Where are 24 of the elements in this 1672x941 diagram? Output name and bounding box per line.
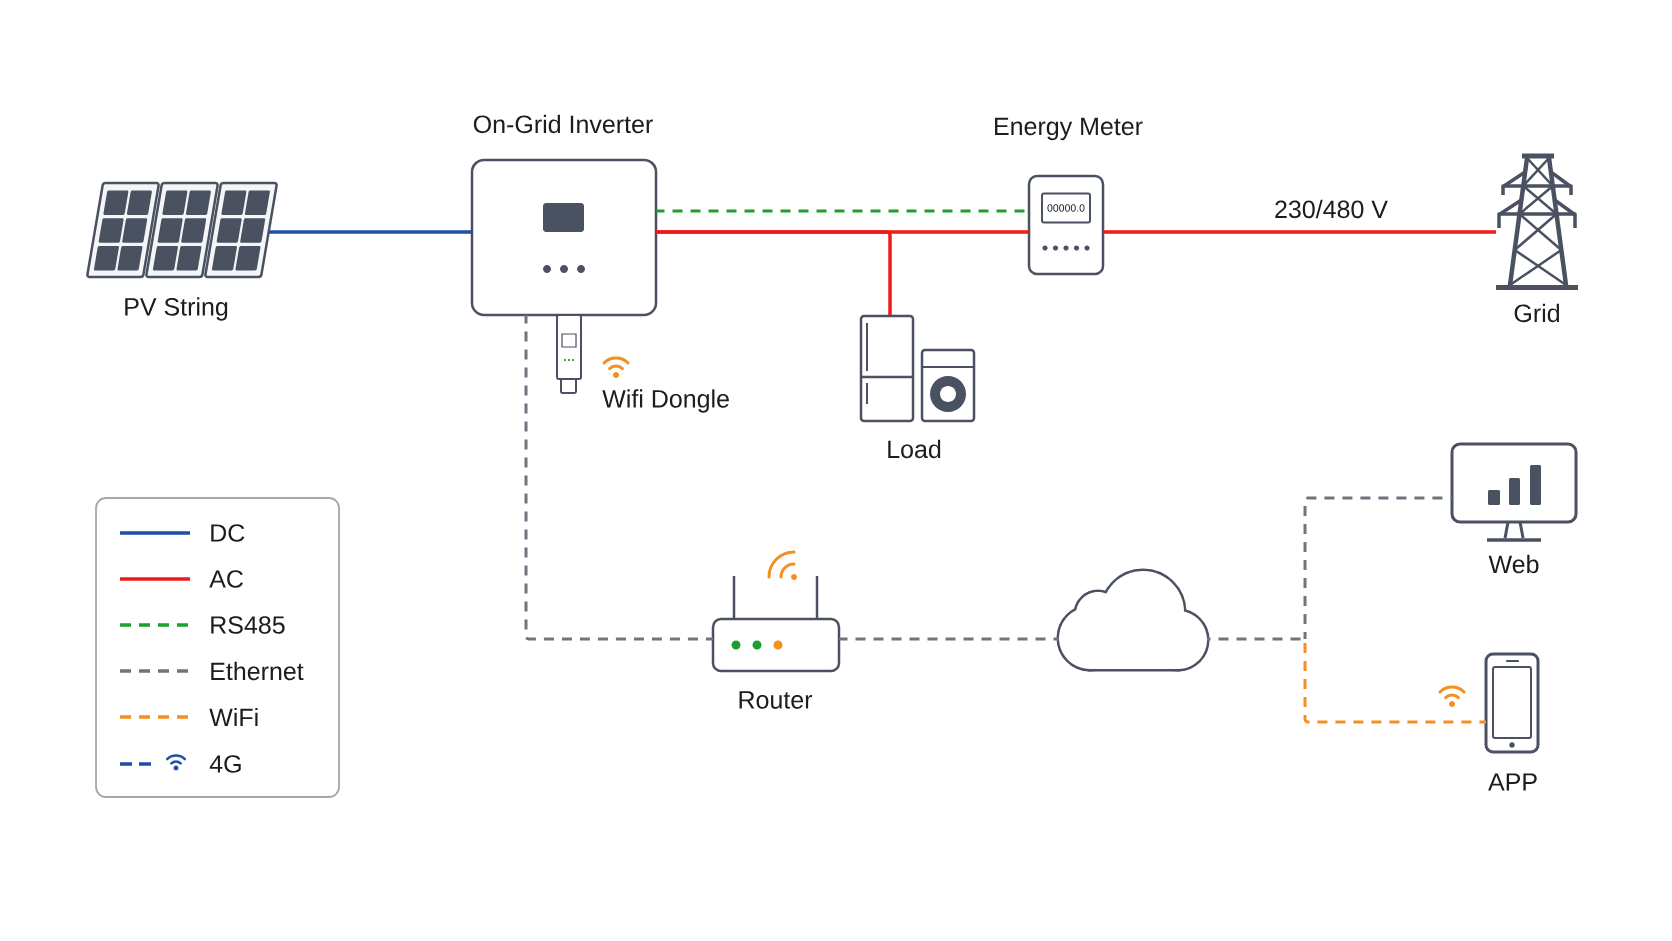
device-label: Router (739, 691, 813, 709)
legend-label: RS485 (211, 616, 285, 634)
edge-label: 230/480 V (1272, 197, 1390, 221)
legend-label: WiFi (209, 707, 258, 727)
device-label: PV String (125, 297, 228, 321)
device-label: Energy Meter (995, 117, 1143, 141)
connector-line (269, 230, 472, 234)
device-label: On-Grid Inverter (473, 114, 653, 134)
device-label: Load (888, 439, 941, 459)
connector-line (656, 230, 1029, 234)
device-label: Web (1488, 554, 1539, 574)
legend-label: Ethernet (211, 661, 304, 681)
connector-line (839, 637, 1059, 641)
connector-line (1303, 496, 1452, 639)
device-label: Grid (1514, 303, 1559, 323)
device-label: Wifi Dongle (602, 389, 729, 413)
cloud (1056, 568, 1210, 672)
connector-line (524, 315, 713, 641)
legend-label: DC (211, 524, 245, 542)
device-label: APP (1488, 773, 1537, 791)
legend-label: AC (209, 570, 243, 588)
meter-display: 00000.0 (1041, 192, 1091, 224)
connector-line (1103, 230, 1496, 234)
legend-label: 4G (209, 755, 241, 773)
